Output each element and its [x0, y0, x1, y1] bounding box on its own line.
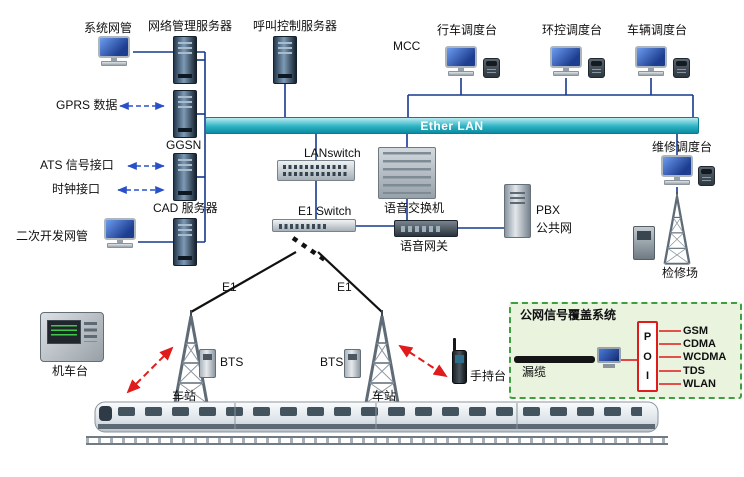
label-ats-interface: ATS 信号接口	[40, 158, 114, 172]
label-call-control-server: 呼叫控制服务器	[253, 19, 338, 33]
coverage-monitor-icon	[597, 347, 621, 369]
label-handheld: 手持台	[470, 369, 507, 383]
bts-right-cabinet-icon	[344, 349, 361, 378]
interface-arrows	[117, 102, 165, 194]
lanswitch-icon	[277, 160, 355, 181]
label-env-console: 环控调度台	[542, 23, 603, 37]
system-nm-workstation-icon	[96, 36, 132, 68]
label-cdma: CDMA	[683, 338, 716, 350]
label-wcdma: WCDMA	[683, 351, 727, 363]
label-maintenance-console: 维修调度台	[652, 140, 713, 154]
label-station-left: 车站	[172, 389, 197, 403]
vehicle-console-workstation-icon	[633, 46, 669, 78]
ether-lan-label: Ether LAN	[420, 118, 484, 133]
maintenance-console-workstation-icon	[659, 155, 695, 187]
secondary-nm-workstation-icon	[102, 218, 138, 250]
label-clock-interface: 时钟接口	[52, 182, 101, 196]
label-network-mgmt-server: 网络管理服务器	[148, 19, 233, 33]
label-voice-switch: 语音交换机	[384, 201, 445, 215]
lan-connection-lines	[133, 51, 694, 243]
poi-letter: P	[643, 330, 652, 343]
label-bts-left: BTS	[220, 355, 244, 369]
poi-letter: I	[645, 370, 650, 383]
traffic-console-phone-icon	[483, 58, 500, 78]
call-control-server-icon	[273, 36, 297, 84]
radio-link-arrows	[126, 344, 448, 394]
maintenance-console-phone-icon	[698, 166, 715, 186]
label-bts-right: BTS	[320, 355, 344, 369]
depot-cabinet-icon	[633, 226, 655, 260]
label-station-right: 车站	[372, 389, 397, 403]
label-coverage-title: 公网信号覆盖系统	[520, 308, 617, 322]
handheld-radio-icon	[452, 338, 467, 384]
label-e1-left: E1	[222, 280, 237, 294]
label-cad-server: CAD 服务器	[153, 201, 218, 215]
label-secondary-dev-nm: 二次开发网管	[16, 229, 89, 243]
e1-switch-icon	[272, 219, 356, 232]
label-pbx: PBX	[536, 203, 561, 217]
voice-switch-icon	[378, 147, 436, 199]
label-lanswitch: LANswitch	[304, 146, 361, 160]
poi-unit: P O I	[637, 321, 658, 392]
voice-gateway-icon	[394, 220, 458, 237]
train-graphic	[94, 401, 659, 433]
label-public-net: 公共网	[536, 221, 573, 235]
ether-lan-bus: Ether LAN	[205, 117, 699, 134]
cad-server-icon	[173, 153, 197, 201]
label-system-network-mgmt: 系统网管	[84, 21, 133, 35]
label-ggsn: GGSN	[166, 138, 202, 152]
label-gprs-data: GPRS 数据	[56, 98, 118, 112]
env-console-workstation-icon	[548, 46, 584, 78]
secondary-nm-server-icon	[173, 218, 197, 266]
env-console-phone-icon	[588, 58, 605, 78]
rail-track	[86, 436, 668, 445]
label-voice-gateway: 语音网关	[400, 239, 449, 253]
label-gsm: GSM	[683, 325, 709, 337]
label-depot: 检修场	[662, 266, 699, 280]
label-e1-right: E1	[337, 280, 352, 294]
leaky-cable-icon	[514, 356, 595, 363]
pbx-icon	[504, 184, 531, 238]
ggsn-server-icon	[173, 90, 197, 138]
poi-letter: O	[643, 350, 652, 363]
label-wlan: WLAN	[683, 378, 716, 390]
label-loco-station: 机车台	[52, 364, 89, 378]
label-tds: TDS	[683, 365, 705, 377]
vehicle-console-phone-icon	[673, 58, 690, 78]
label-e1-switch: E1 Switch	[298, 204, 352, 218]
label-leaky-cable: 漏缆	[522, 365, 547, 379]
label-traffic-console: 行车调度台	[437, 23, 498, 37]
e1-links	[190, 251, 383, 313]
label-mcc: MCC	[393, 39, 421, 53]
public-network-coverage-panel	[509, 302, 742, 399]
locomotive-radio-icon	[40, 312, 104, 362]
network-mgmt-server-icon	[173, 36, 197, 84]
label-vehicle-console: 车辆调度台	[627, 23, 688, 37]
bts-left-cabinet-icon	[199, 349, 216, 378]
traffic-console-workstation-icon	[443, 46, 479, 78]
